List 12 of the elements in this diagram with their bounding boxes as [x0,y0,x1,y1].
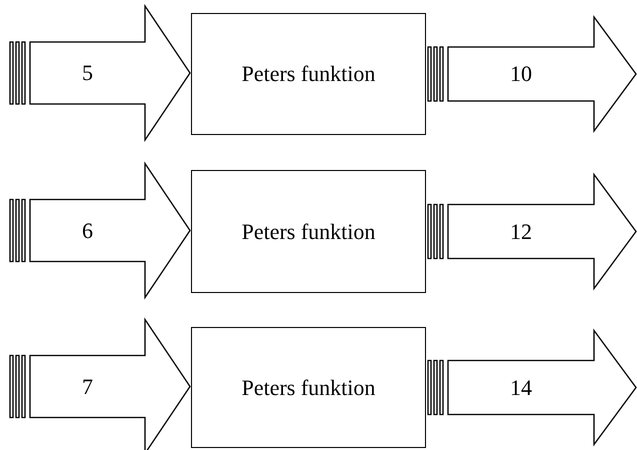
block-arrow [9,317,191,450]
function-box [191,170,426,293]
block-arrow [427,328,637,446]
block-arrow [9,4,191,142]
function-box [191,13,426,135]
box-label: Peters funktion [242,218,376,244]
block-arrow [427,15,637,133]
box-label: Peters funktion [242,374,376,400]
box-label: Peters funktion [242,61,376,87]
function-box [191,327,426,448]
block-arrow [9,161,191,300]
block-arrow [427,172,637,290]
